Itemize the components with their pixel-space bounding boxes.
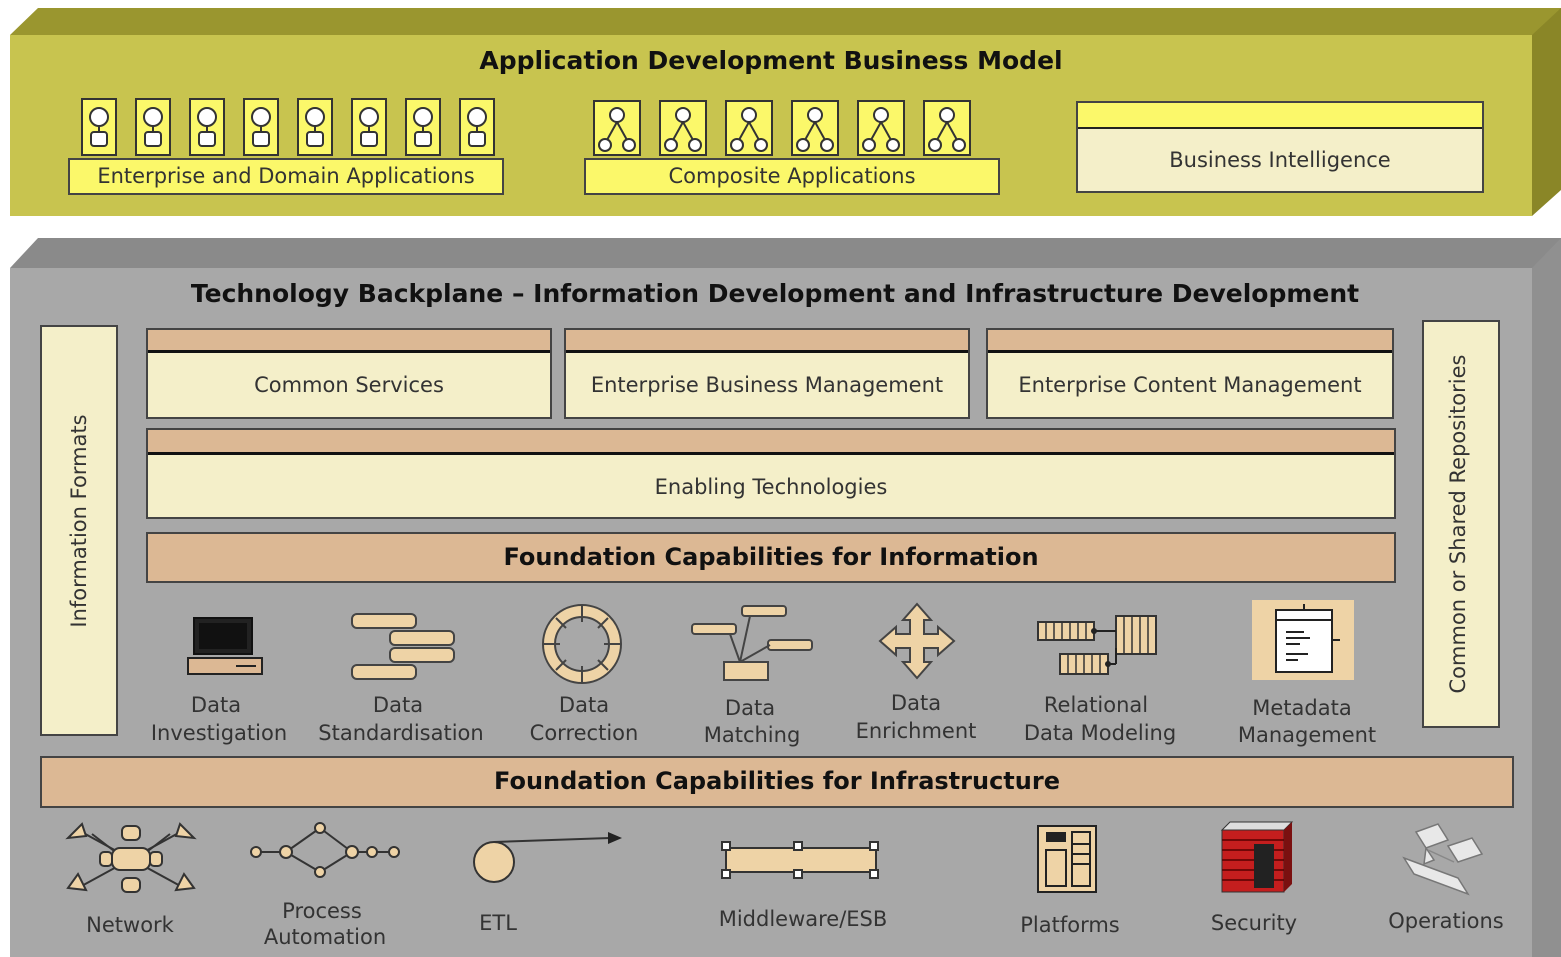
- composite-app-icon: [593, 100, 641, 156]
- info-cap-line1: Metadata: [1252, 696, 1352, 720]
- infra-cap-line1: Platforms: [1020, 913, 1120, 937]
- info-foundation-bar: [146, 532, 1396, 583]
- network-hub-icon: [65, 822, 197, 893]
- firewall-icon: [1220, 821, 1294, 893]
- service-box-business-mgmt: [564, 328, 970, 419]
- info-cap-line2: Data Modeling: [1023, 721, 1177, 745]
- cycle-ring-icon: [542, 604, 622, 684]
- enterprise-app-icons: [81, 98, 495, 156]
- infra-foundation-bar: [40, 756, 1514, 808]
- info-cap-line2: Correction: [529, 721, 639, 745]
- composite-app-icon: [659, 100, 707, 156]
- service-box-common: [146, 328, 552, 419]
- stacked-bars-icon: [351, 613, 455, 680]
- backplane-title: Technology Backplane – Information Devel…: [190, 279, 1360, 308]
- composite-app-icons: [593, 100, 971, 156]
- metadata-document-icon: [1252, 600, 1354, 680]
- enterprise-apps-bar: [68, 158, 504, 195]
- composite-app-icon: [923, 100, 971, 156]
- business-intelligence-box: [1076, 101, 1484, 193]
- info-cap-line1: Data: [890, 691, 942, 715]
- bus-icon: [721, 841, 879, 879]
- database-app-icon: [243, 98, 279, 156]
- database-app-icon: [297, 98, 333, 156]
- service-label-content-mgmt: Enterprise Content Management: [1018, 373, 1362, 397]
- database-app-icon: [405, 98, 441, 156]
- etl-arrow-icon: [473, 832, 622, 883]
- info-cap-line1: Data: [190, 693, 242, 717]
- infra-cap-line2: Automation: [263, 925, 387, 949]
- info-cap-line2: Enrichment: [855, 719, 977, 743]
- composite-apps-bar: [584, 158, 1000, 195]
- service-label-common: Common Services: [254, 373, 444, 397]
- info-cap-line1: Data: [558, 693, 610, 717]
- information-formats-label: Information Formats: [67, 414, 91, 628]
- infra-cap-line1: Security: [1210, 911, 1298, 935]
- server-icon: [1037, 825, 1097, 893]
- shared-repositories-label: Common or Shared Repositories: [1446, 354, 1470, 694]
- information-formats-bar: [40, 325, 118, 736]
- operations-computers-icon: [1402, 823, 1484, 896]
- database-app-icon: [81, 98, 117, 156]
- process-flow-icon: [250, 822, 400, 878]
- composite-app-icon: [725, 100, 773, 156]
- info-cap-line1: Data: [724, 696, 776, 720]
- infra-cap-line1: ETL: [479, 911, 517, 935]
- enabling-technologies-box: [146, 428, 1396, 519]
- infra-cap-line1: Operations: [1388, 909, 1504, 933]
- infra-foundation-label: Foundation Capabilities for Infrastructu…: [494, 767, 1060, 795]
- infra-cap-line1: Middleware/ESB: [718, 907, 888, 931]
- enterprise-apps-label: Enterprise and Domain Applications: [97, 164, 475, 188]
- four-arrows-icon: [878, 602, 956, 680]
- database-app-icon: [459, 98, 495, 156]
- relational-tables-icon: [1037, 615, 1157, 675]
- composite-apps-label: Composite Applications: [668, 164, 916, 188]
- matching-tree-icon: [691, 605, 813, 681]
- info-cap-line2: Matching: [703, 723, 801, 747]
- service-box-content-mgmt: [986, 328, 1394, 419]
- shared-repositories-bar: [1422, 320, 1500, 728]
- composite-app-icon: [857, 100, 905, 156]
- info-cap-line1: Relational: [1043, 693, 1149, 717]
- info-cap-line2: Investigation: [150, 721, 288, 745]
- database-app-icon: [351, 98, 387, 156]
- infra-cap-line1: Process: [282, 899, 362, 923]
- business-intelligence-label: Business Intelligence: [1169, 148, 1391, 172]
- infra-cap-line1: Network: [86, 913, 174, 937]
- info-cap-line2: Standardisation: [318, 721, 484, 745]
- business-model-title: Application Development Business Model: [479, 46, 1063, 75]
- service-label-business-mgmt: Enterprise Business Management: [590, 373, 944, 397]
- database-app-icon: [189, 98, 225, 156]
- database-app-icon: [135, 98, 171, 156]
- info-foundation-label: Foundation Capabilities for Information: [503, 543, 1039, 571]
- enabling-technologies-label: Enabling Technologies: [654, 475, 888, 499]
- composite-app-icon: [791, 100, 839, 156]
- computer-icon: [187, 617, 263, 675]
- info-cap-line1: Data: [372, 693, 424, 717]
- info-cap-line2: Management: [1237, 723, 1377, 747]
